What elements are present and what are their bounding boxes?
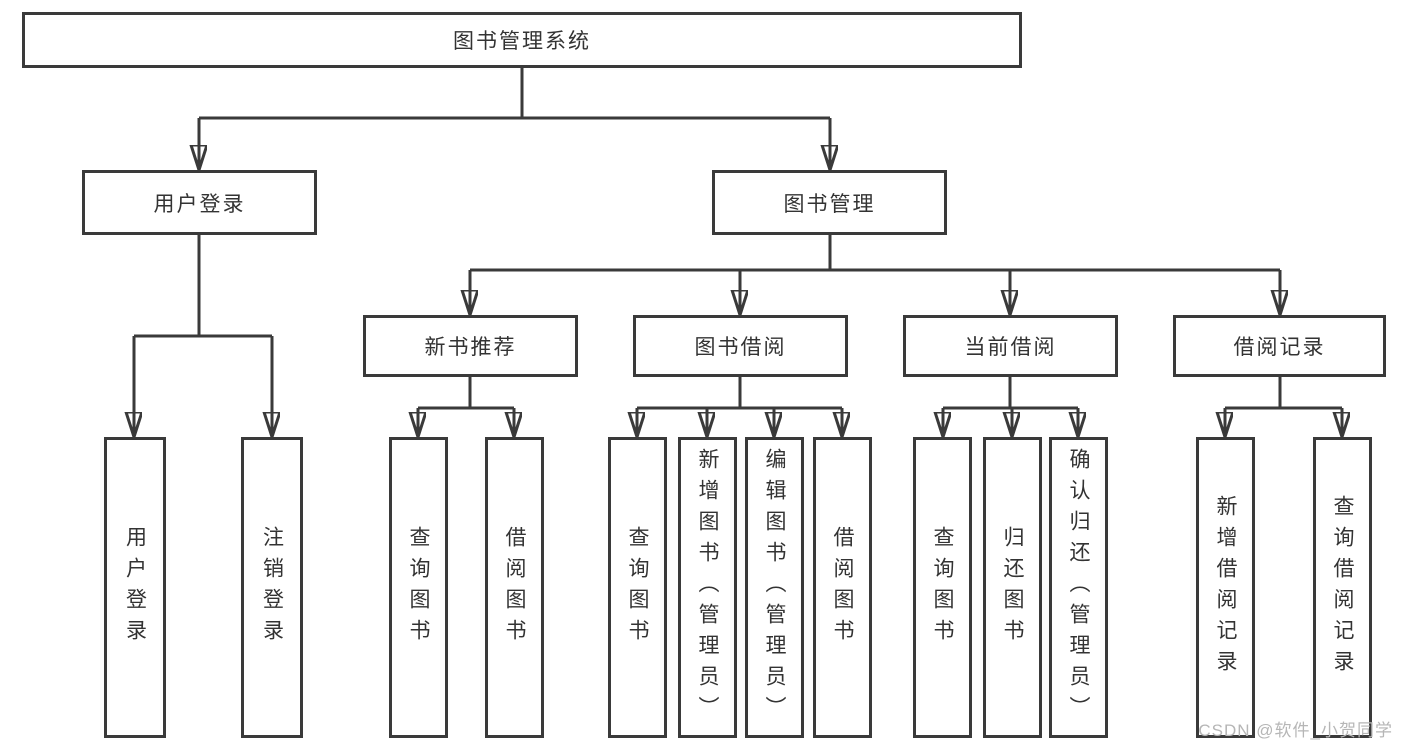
node-book-management: 图书管理 [712, 170, 947, 235]
node-book-borrowing: 图书借阅 [633, 315, 848, 377]
node-borrow-records: 借阅记录 [1173, 315, 1386, 377]
leaf-current-return-books: 归还图书 [983, 437, 1042, 738]
csdn-watermark: CSDN @软件_小贺同学 [1198, 721, 1393, 740]
leaf-user-login: 用户登录 [104, 437, 166, 738]
leaf-query-borrow-record: 查询借阅记录 [1313, 437, 1372, 738]
connector-trunks [134, 68, 1342, 410]
leaf-borrow-query-books: 查询图书 [608, 437, 667, 738]
leaf-borrow-add-books-admin: 新增图书（管理员） [678, 437, 737, 738]
leaf-add-borrow-record: 新增借阅记录 [1196, 437, 1255, 738]
node-user-login: 用户登录 [82, 170, 317, 235]
node-current-borrowing: 当前借阅 [903, 315, 1118, 377]
connector-arrows [134, 118, 1342, 437]
leaf-logout: 注销登录 [241, 437, 303, 738]
node-new-book-recommend: 新书推荐 [363, 315, 578, 377]
leaf-borrow-borrow-books: 借阅图书 [813, 437, 872, 738]
leaf-borrow-edit-books-admin: 编辑图书（管理员） [745, 437, 804, 738]
leaf-current-query-books: 查询图书 [913, 437, 972, 738]
leaf-newbook-query-books: 查询图书 [389, 437, 448, 738]
leaf-current-confirm-return-admin: 确认归还（管理员） [1049, 437, 1108, 738]
node-root-system: 图书管理系统 [22, 12, 1022, 68]
leaf-newbook-borrow-books: 借阅图书 [485, 437, 544, 738]
